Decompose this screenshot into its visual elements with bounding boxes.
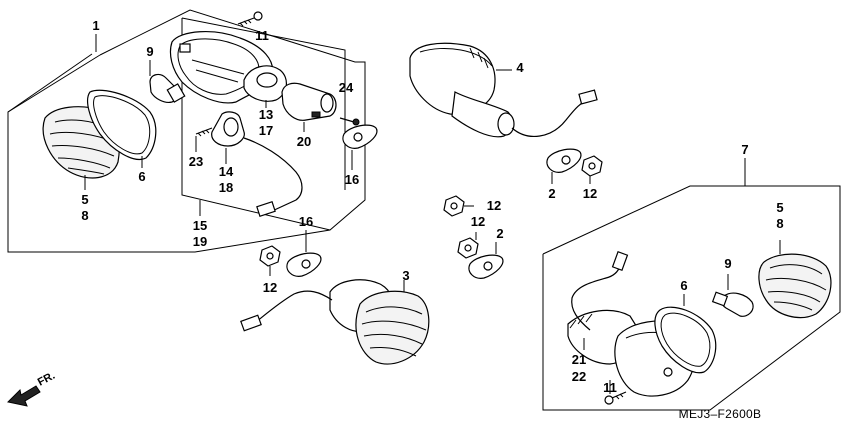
callout-6-right: 6	[680, 278, 687, 293]
harness-14-18	[211, 111, 303, 217]
callout-8-right: 8	[776, 216, 783, 231]
callout-24: 24	[339, 80, 354, 95]
winker-3	[240, 279, 430, 365]
callout-20: 20	[297, 134, 311, 149]
callout-labels: 1 9 11 24 4 13 17 20 23 14 18 6 5 8 16 1…	[81, 18, 783, 395]
callout-5-left: 5	[81, 192, 88, 207]
nut-12-center-b	[457, 232, 479, 259]
callout-4: 4	[516, 60, 524, 75]
grommet-2-upper	[546, 148, 582, 184]
callout-18: 18	[219, 180, 233, 195]
callout-5-right: 5	[776, 200, 783, 215]
callout-12-center-a: 12	[487, 198, 501, 213]
callout-21: 21	[572, 352, 586, 367]
gasket-right	[654, 294, 717, 374]
callout-16-lower: 16	[299, 214, 313, 229]
callout-7: 7	[741, 142, 748, 157]
callout-11-top: 11	[255, 28, 269, 43]
nut-12-left-lower	[259, 245, 281, 276]
callout-11-bottom: 11	[603, 380, 617, 395]
bulb-right	[711, 274, 754, 317]
callout-9-left: 9	[146, 44, 153, 59]
socket-13-17	[243, 65, 287, 108]
callout-23: 23	[189, 154, 203, 169]
callout-8-left: 8	[81, 208, 88, 223]
callout-3: 3	[402, 268, 409, 283]
callout-17: 17	[259, 123, 273, 138]
callout-19: 19	[193, 234, 207, 249]
callout-2-lower: 2	[496, 226, 503, 241]
callout-1: 1	[92, 18, 99, 33]
screw-23	[195, 127, 213, 152]
drawing-code: MEJ3–F2600B	[679, 407, 762, 421]
callout-12-center-b: 12	[471, 214, 485, 229]
lens-right	[758, 240, 832, 319]
grommet-2-lower	[468, 242, 504, 279]
winker-4	[409, 42, 598, 138]
callout-2-upper: 2	[548, 186, 555, 201]
callout-22: 22	[572, 369, 586, 384]
callout-16-upper: 16	[345, 172, 359, 187]
screw-24	[339, 117, 360, 126]
gasket-left	[87, 89, 157, 168]
winker-7-body	[567, 251, 697, 397]
callout-12-upper-right: 12	[583, 186, 597, 201]
callout-15: 15	[193, 218, 207, 233]
screw-11-bottom	[604, 380, 627, 405]
grommet-16-lower	[286, 230, 322, 277]
socket-20	[281, 82, 337, 132]
forward-direction-arrow: FR.	[6, 370, 57, 407]
bulb-left	[149, 60, 186, 103]
screw-11-top	[237, 11, 263, 27]
callout-13: 13	[259, 107, 273, 122]
callout-9-right: 9	[724, 256, 731, 271]
nut-12-upper-right	[581, 155, 603, 184]
callout-12-left-lower: 12	[263, 280, 277, 295]
group-7-outline	[542, 180, 841, 411]
callout-14: 14	[219, 164, 234, 179]
direction-label: FR.	[36, 370, 57, 389]
nut-12-center-a	[443, 195, 474, 217]
grommet-16-upper	[342, 124, 378, 170]
callout-6-left: 6	[138, 169, 145, 184]
